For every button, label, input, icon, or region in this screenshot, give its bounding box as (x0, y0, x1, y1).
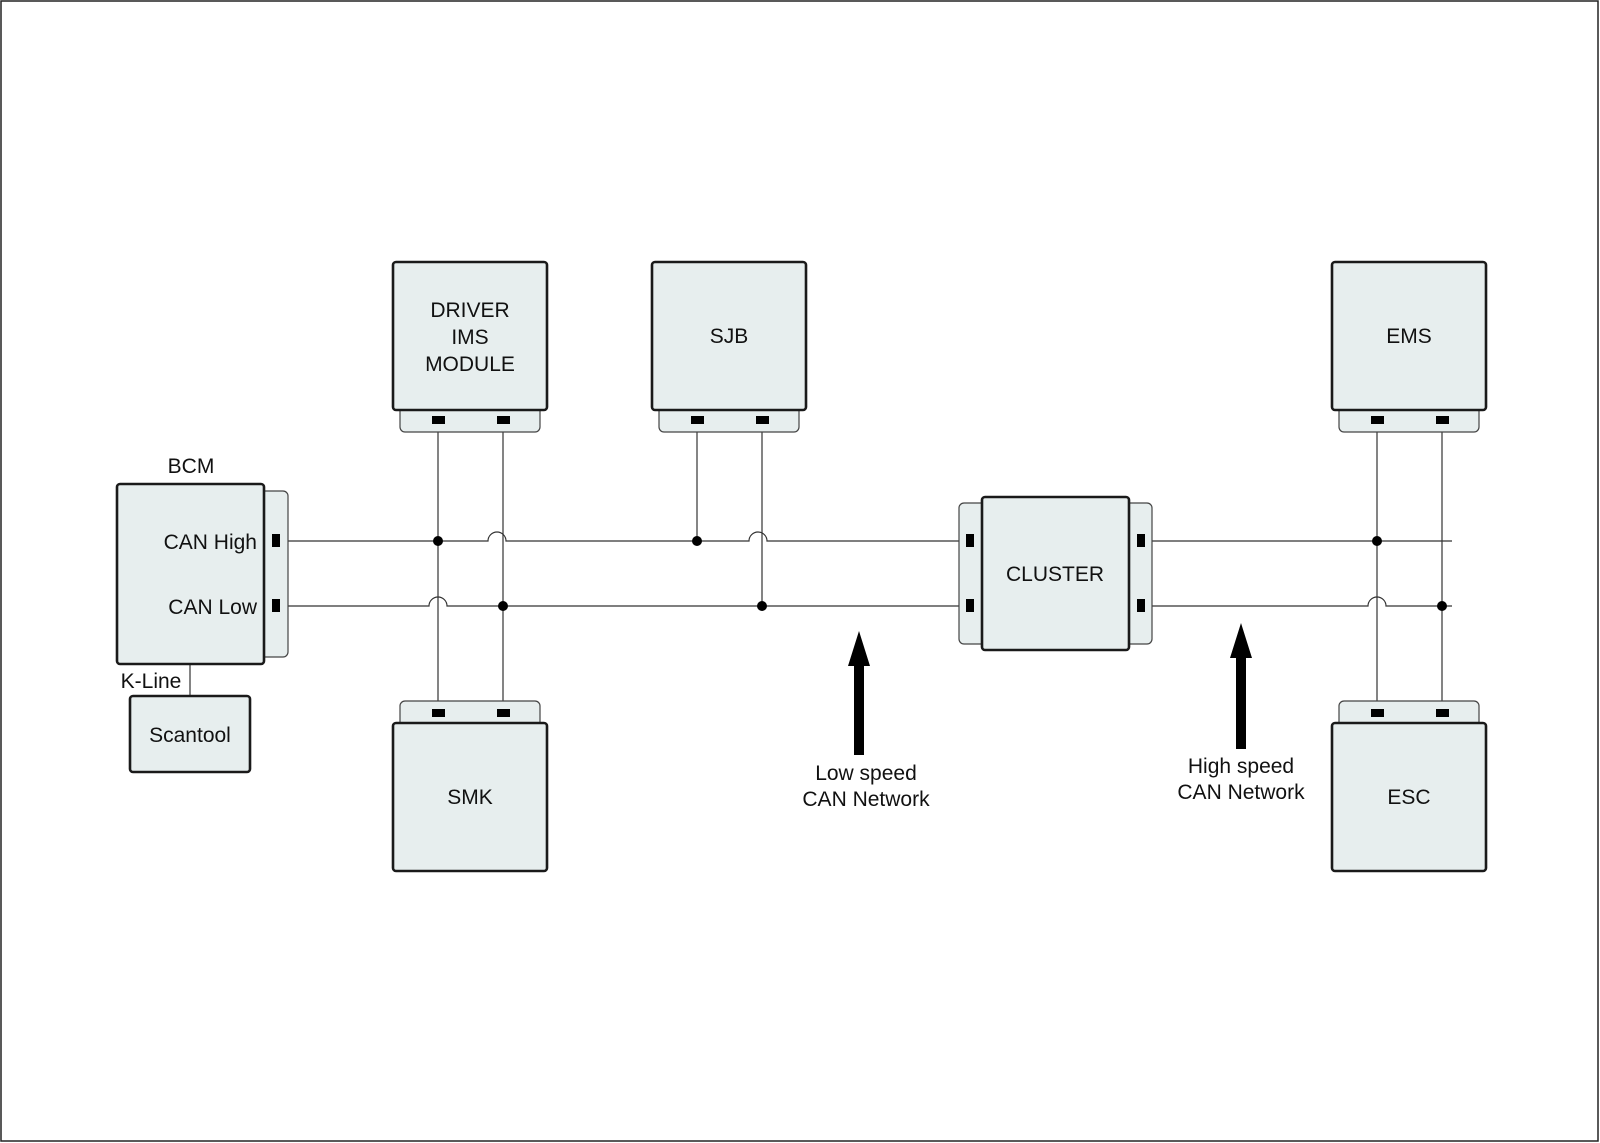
module-box (980, 495, 1131, 652)
module-label: CLUSTER (1006, 563, 1104, 586)
connector-pin (966, 534, 974, 547)
cluster-module: CLUSTER (958, 495, 1153, 652)
connector-pin (497, 416, 510, 424)
can-bus-wires (189, 421, 1452, 711)
module-box (115, 482, 266, 666)
can-low-label: CAN Low (168, 596, 258, 619)
module-label: SJB (710, 325, 749, 348)
module-label: DRIVER (430, 299, 509, 322)
scantool-label: Scantool (149, 724, 231, 747)
junction-dot (433, 536, 443, 546)
low-speed-label-line2: CAN Network (802, 788, 930, 811)
module-box (391, 260, 549, 412)
low-speed-label-line1: Low speed (815, 762, 917, 785)
connector-pin (691, 416, 704, 424)
low-speed-can-high-line (280, 531, 968, 542)
connector-pin (1371, 709, 1384, 717)
connector-pin (497, 709, 510, 717)
module-box (128, 694, 252, 774)
high-speed-annotation: High speed CAN Network (1177, 623, 1305, 804)
up-arrow-icon (1230, 623, 1252, 749)
scantool-module: Scantool (128, 694, 252, 774)
module-label: EMS (1386, 325, 1432, 348)
module-box (650, 260, 808, 412)
module-label: IMS (451, 326, 488, 349)
connector-pin (1137, 534, 1145, 547)
sjb-module: SJB (650, 260, 808, 433)
connector-pin (432, 709, 445, 717)
junction-dot (498, 601, 508, 611)
connector-pin (272, 534, 280, 547)
up-arrow-icon (848, 631, 870, 755)
module-box (1330, 260, 1488, 412)
module-label: MODULE (425, 353, 515, 376)
can-high-label: CAN High (164, 531, 257, 554)
bcm-module: BCM CAN High CAN Low (115, 455, 289, 666)
module-box (1330, 721, 1488, 873)
high-speed-label-line2: CAN Network (1177, 781, 1305, 804)
connector-pin (432, 416, 445, 424)
connector-pin (966, 599, 974, 612)
connector-pin (1137, 599, 1145, 612)
module-label: ESC (1387, 786, 1430, 809)
junction-dot (692, 536, 702, 546)
junction-dot (1437, 601, 1447, 611)
bcm-title: BCM (168, 455, 215, 478)
high-speed-label-line1: High speed (1188, 755, 1294, 778)
driver-ims-module: DRIVER IMS MODULE (391, 260, 549, 433)
esc-module: ESC (1330, 700, 1488, 873)
connector-pin (1371, 416, 1384, 424)
ems-module: EMS (1330, 260, 1488, 433)
low-speed-annotation: Low speed CAN Network (802, 631, 930, 811)
connector-pin (1436, 709, 1449, 717)
connector-pin (272, 599, 280, 612)
smk-module: SMK (391, 700, 549, 873)
module-box (391, 721, 549, 873)
connector-pin (756, 416, 769, 424)
junction-dots (433, 536, 1447, 611)
module-label: SMK (447, 786, 493, 809)
connector-pin (1436, 416, 1449, 424)
junction-dot (1372, 536, 1382, 546)
k-line-label: K-Line (121, 670, 182, 693)
junction-dot (757, 601, 767, 611)
